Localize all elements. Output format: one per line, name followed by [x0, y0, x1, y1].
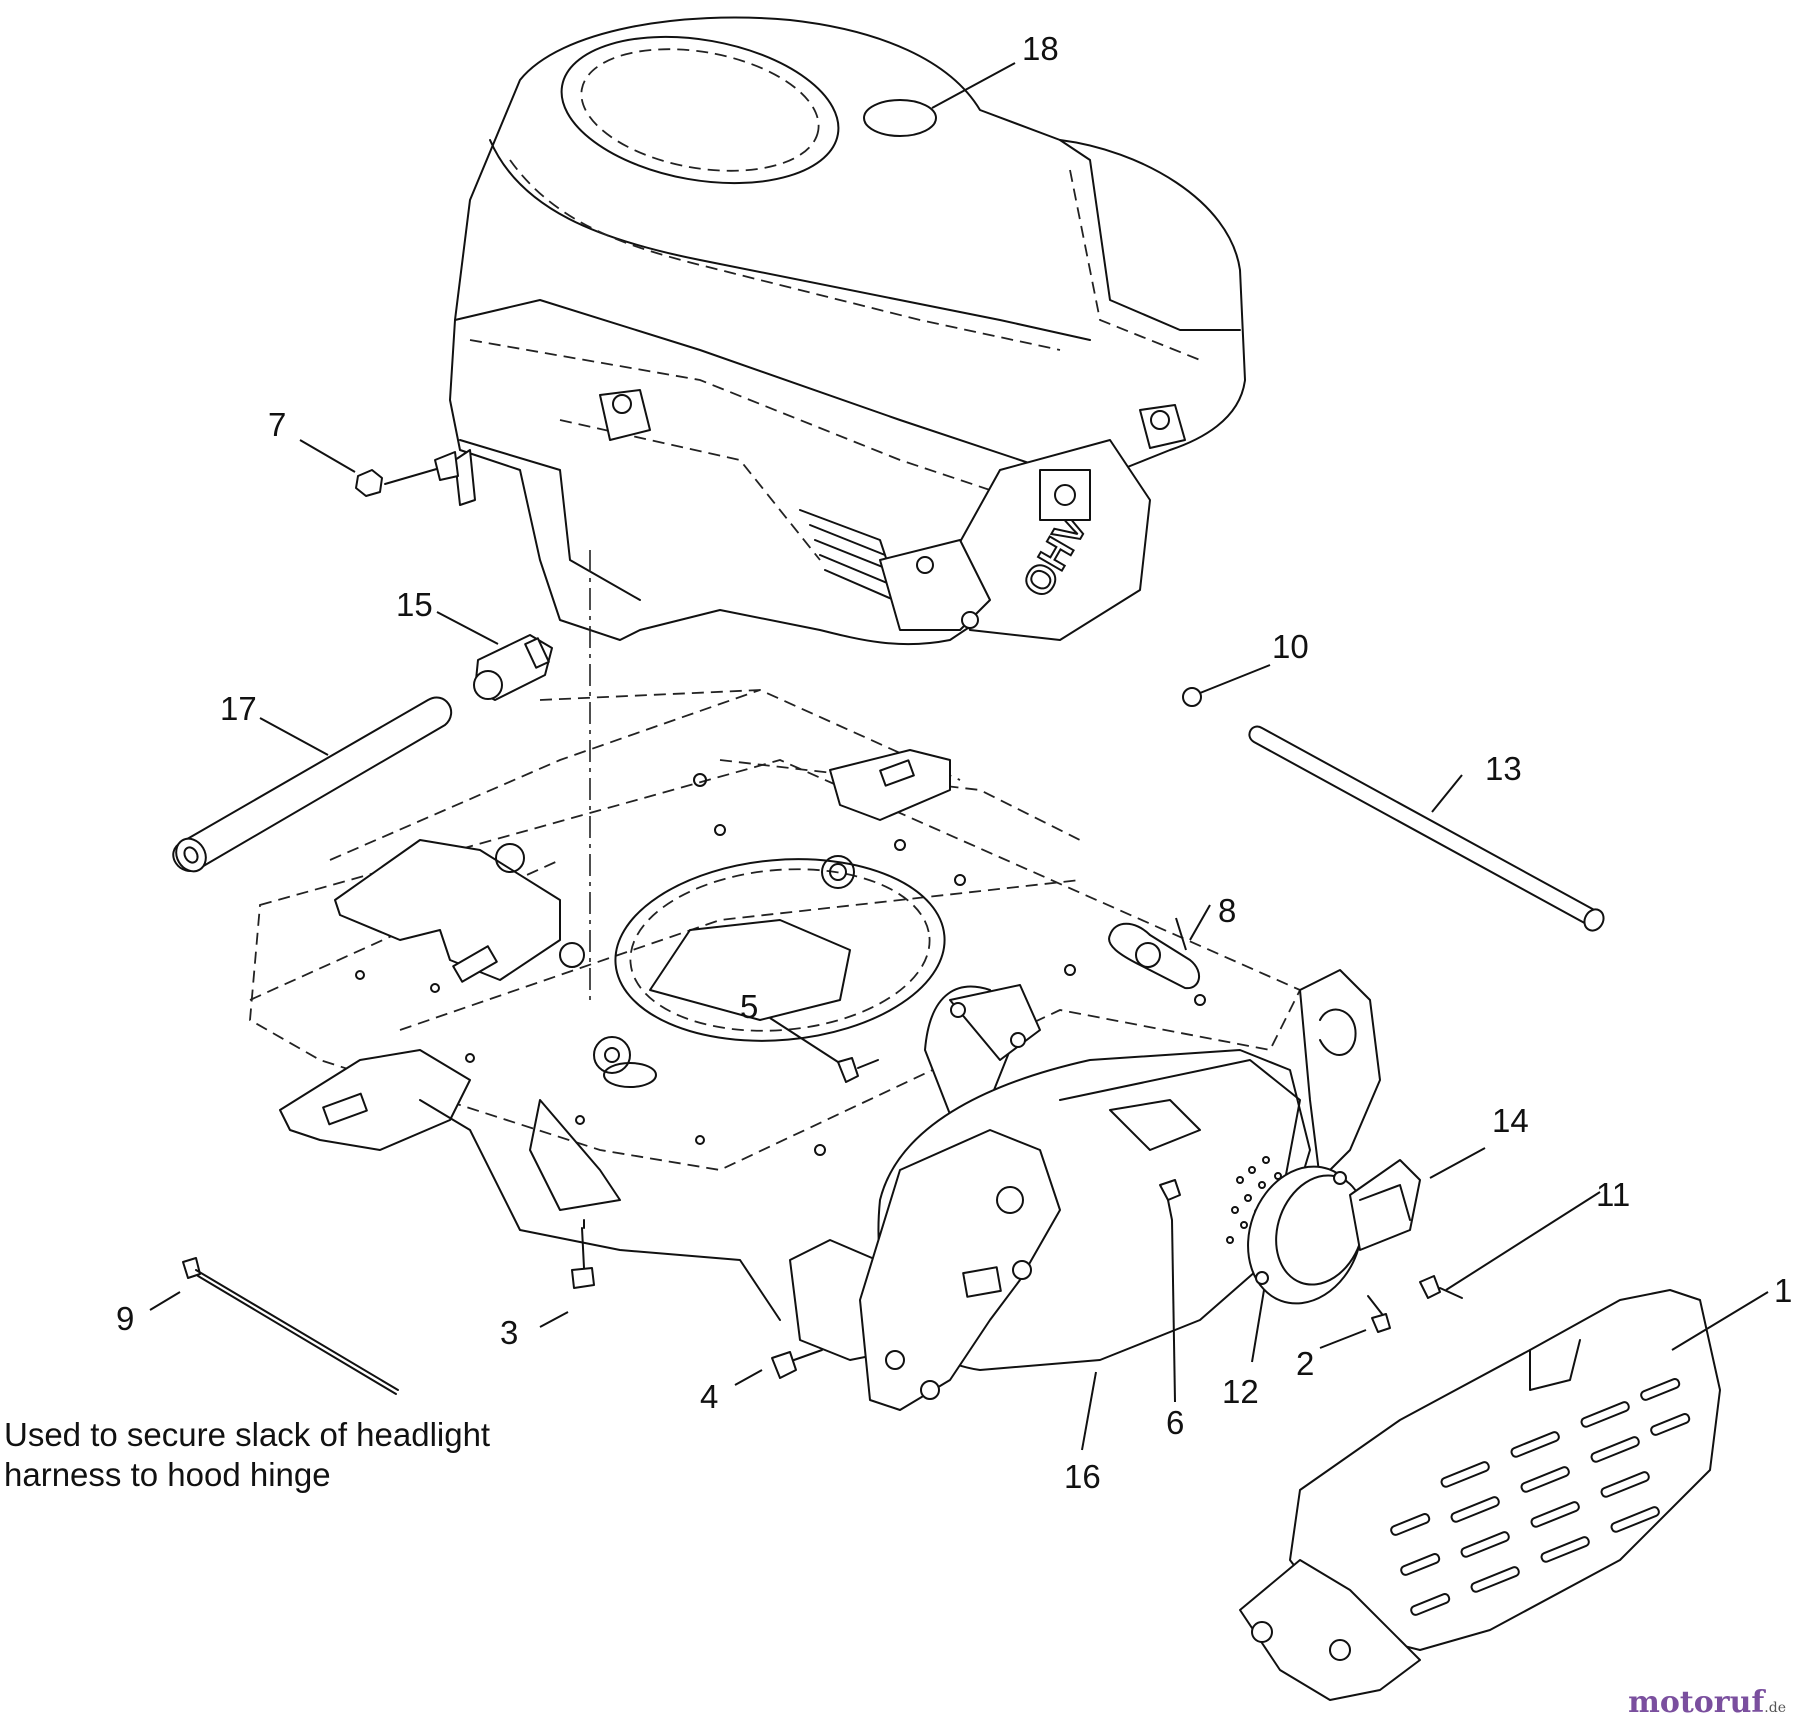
callout-16: 16 — [1064, 1458, 1101, 1495]
rod-13 — [1248, 725, 1605, 932]
cable-tie-9 — [182, 1257, 399, 1395]
callout-14: 14 — [1492, 1102, 1529, 1139]
bolt-5 — [837, 1057, 879, 1083]
callout-6: 6 — [1166, 1404, 1184, 1441]
leader-lines — [149, 62, 1769, 1451]
watermark-name: motoruf — [1628, 1685, 1765, 1720]
callout-labels: 18 7 15 17 10 13 8 5 14 11 1 2 12 6 16 3… — [116, 30, 1792, 1495]
engine-assembly: OHV — [449, 16, 1246, 646]
callout-8: 8 — [1218, 892, 1236, 929]
watermark-tld: .de — [1764, 1700, 1786, 1716]
screw-2 — [1367, 1295, 1391, 1333]
cable-tie-note: Used to secure slack of headlight harnes… — [4, 1416, 491, 1493]
bolt-6 — [1159, 1179, 1181, 1221]
callout-2: 2 — [1296, 1345, 1314, 1382]
bolt-3 — [571, 1219, 595, 1289]
fitting-15 — [473, 634, 553, 701]
watermark-logo: motoruf.de — [1628, 1685, 1786, 1720]
callout-15: 15 — [396, 586, 433, 623]
nut-7 — [355, 451, 459, 497]
gasket-8 — [1108, 922, 1200, 990]
muffler-assembly — [859, 969, 1421, 1411]
heat-shield — [1239, 1289, 1721, 1701]
callout-5: 5 — [740, 988, 758, 1025]
rivet-11 — [1419, 1275, 1463, 1299]
callout-10: 10 — [1272, 628, 1309, 665]
callout-18: 18 — [1022, 30, 1059, 67]
bolt-4 — [771, 1349, 823, 1379]
callout-3: 3 — [500, 1314, 518, 1351]
callout-4: 4 — [700, 1378, 718, 1415]
callout-17: 17 — [220, 690, 257, 727]
callout-9: 9 — [116, 1300, 134, 1337]
callout-12: 12 — [1222, 1373, 1259, 1410]
tube-17 — [172, 696, 453, 873]
callout-11: 11 — [1596, 1176, 1630, 1213]
callout-1: 1 — [1774, 1272, 1792, 1309]
clip-10 — [1182, 687, 1202, 707]
callout-7: 7 — [268, 406, 286, 443]
frame-plate — [249, 689, 1302, 1361]
frame-holes — [355, 773, 1206, 1156]
heat-shield-slots — [1390, 1378, 1691, 1616]
callout-13: 13 — [1485, 750, 1522, 787]
